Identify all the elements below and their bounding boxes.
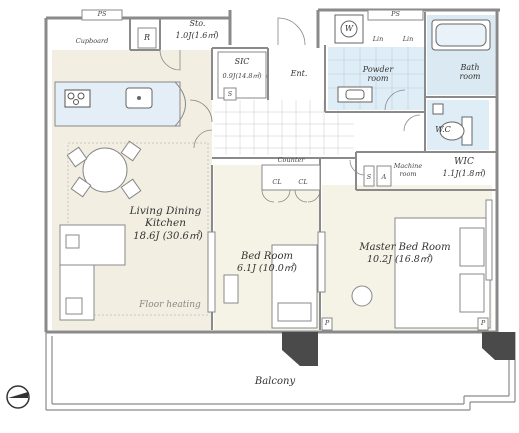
counter-label: Counter [277, 156, 305, 164]
ldk-area: 18.6J (30.6㎡) [133, 231, 203, 242]
closet-label-1: CL [272, 178, 282, 186]
ps-label-1: PS [97, 10, 107, 18]
master-bed-icon [351, 217, 491, 329]
powder-sink-icon [337, 86, 373, 103]
linen-label-2: Lin [402, 35, 414, 43]
wic-area: 1.1J(1.8㎡) [442, 169, 486, 178]
bedroom-label: Bed Room [241, 251, 293, 262]
bathtub-icon [431, 19, 491, 51]
sic-area: 0.9J(14.8㎡) [222, 72, 262, 80]
washer-label: W [344, 24, 354, 33]
master-bedroom-label: Master Bed Room [359, 242, 451, 253]
bedroom-area: 6.1J (10.0㎡) [236, 263, 297, 274]
wc-label: W.C [435, 125, 451, 134]
wic-name: WIC [454, 157, 474, 167]
stove-icon [64, 89, 91, 108]
dining-table-icon [66, 140, 142, 200]
shoe-storage-label-2: S [366, 173, 372, 181]
toilet-icon [432, 103, 473, 146]
master-bedroom-area: 10.2J (16.8㎡) [366, 254, 434, 265]
storage-name: Sto. [189, 19, 206, 28]
a-label: A [381, 173, 387, 181]
shoe-storage-label-1: S [227, 90, 233, 98]
compass-icon [6, 385, 30, 409]
sic-name: SIC [234, 57, 250, 66]
closet-label-2: CL [298, 178, 308, 186]
kitchen-counter [54, 81, 181, 127]
linen-label-1: Lin [372, 35, 384, 43]
sink-icon [125, 87, 153, 109]
refrigerator-label: R [143, 33, 151, 42]
bed-icon [223, 244, 318, 329]
sofa-icon [59, 224, 126, 321]
storage-area: 1.0J(1.6㎡) [175, 31, 219, 40]
pipe-label-1: P [324, 319, 330, 327]
ps-label-2: PS [391, 10, 400, 18]
balcony-label: Balcony [254, 376, 296, 387]
pipe-label-2: P [480, 319, 486, 327]
entrance-label: Ent. [290, 69, 308, 78]
washer-icon [334, 14, 364, 44]
floor-heating-label: Floor heating [139, 300, 201, 310]
cupboard-label: Cupboard [75, 37, 109, 45]
